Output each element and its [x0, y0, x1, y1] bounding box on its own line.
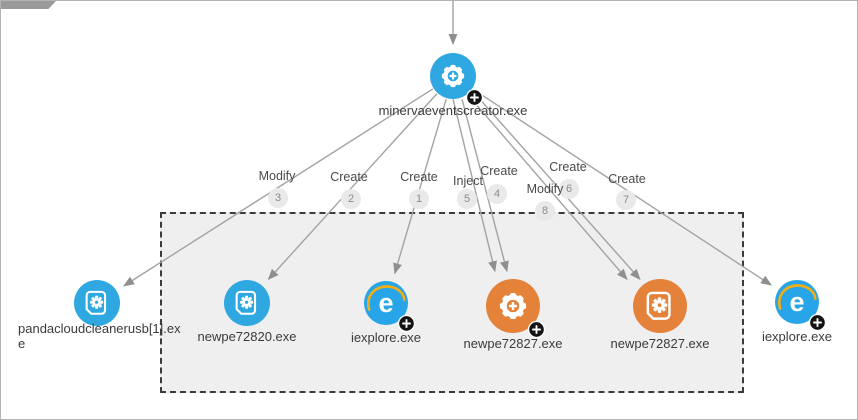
svg-text:e: e	[789, 286, 804, 317]
process-node-pandacloudcleanerusb-1-exe[interactable]	[74, 280, 120, 326]
process-node-iexplore-exe[interactable]: e	[775, 280, 819, 324]
ie-icon: e	[364, 281, 408, 325]
expand-plus-icon[interactable]	[527, 320, 546, 339]
process-node-label: minervaeventscreator.exe	[378, 103, 528, 118]
edge-create-1	[393, 98, 447, 275]
edge-modify-3	[123, 88, 434, 287]
doc-gear-icon	[224, 280, 270, 326]
edge-order-badge: 3	[268, 188, 288, 208]
gear-plus-icon	[430, 53, 476, 99]
process-node-label: iexplore.exe	[761, 329, 833, 344]
edge-create-6	[466, 93, 628, 280]
edge-action-label: Create	[400, 170, 438, 184]
corner-artifact	[0, 0, 57, 9]
edge-action-label: Create	[549, 160, 587, 174]
edge-inject-5	[452, 99, 497, 273]
edge-order-badge: 7	[616, 190, 636, 210]
edge-order-badge: 1	[409, 189, 429, 209]
process-node-label: newpe72827.exe	[610, 336, 710, 351]
expand-plus-icon[interactable]	[397, 314, 416, 333]
process-node-iexplore-exe[interactable]: e	[364, 281, 408, 325]
svg-text:e: e	[378, 287, 393, 318]
doc-gear-icon	[74, 280, 120, 326]
edge-create-4	[461, 99, 509, 273]
expand-plus-icon[interactable]	[808, 313, 827, 332]
edge-create-7	[472, 88, 772, 286]
edge-action-label: Create	[480, 164, 518, 178]
edge-action-label: Create	[330, 170, 368, 184]
process-node-newpe72827-exe[interactable]	[633, 279, 687, 333]
edge-action-label: Inject	[453, 174, 483, 188]
edge-order-badge: 6	[559, 179, 579, 199]
doc-gear-icon	[633, 279, 687, 333]
ie-icon: e	[775, 280, 819, 324]
expand-plus-icon[interactable]	[465, 88, 484, 107]
edge-modify-8	[474, 93, 641, 280]
process-node-minervaeventscreator-exe[interactable]	[430, 53, 476, 99]
edge-action-label: Create	[608, 172, 646, 186]
gear-plus-icon	[486, 279, 540, 333]
process-node-newpe72820-exe[interactable]	[224, 280, 270, 326]
process-node-label: pandacloudcleanerusb[1].exe	[18, 321, 181, 351]
edge-create-2	[267, 93, 438, 281]
process-node-label: iexplore.exe	[350, 330, 422, 345]
process-node-label: newpe72820.exe	[197, 329, 297, 344]
process-node-label: newpe72827.exe	[463, 336, 563, 351]
edge-order-badge: 5	[457, 189, 477, 209]
edge-action-label: Modify	[258, 169, 296, 183]
edge-order-badge: 2	[341, 189, 361, 209]
edge-order-badge: 8	[535, 201, 555, 221]
edge-order-badge: 4	[487, 184, 507, 204]
process-node-newpe72827-exe[interactable]	[486, 279, 540, 333]
edge-action-label: Modify	[526, 182, 564, 196]
